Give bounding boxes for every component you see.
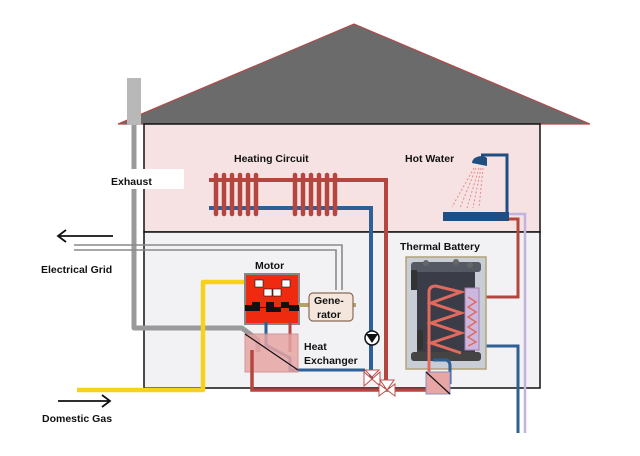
valve-icon (363, 369, 381, 388)
heating-coil (426, 284, 467, 378)
shower-icon (443, 153, 509, 221)
heating-circuit-label: Heating Circuit (234, 153, 309, 165)
motor (244, 273, 300, 325)
thermal-battery-label: Thermal Battery (400, 241, 480, 253)
arrow-left-icon (56, 229, 113, 243)
radiator-left (213, 172, 259, 217)
radiator-right (292, 172, 338, 217)
heating-return-pipe (209, 206, 373, 380)
cold-water-pipe (474, 344, 520, 433)
arrow-right-icon (58, 394, 112, 408)
fresh-water-pipe (509, 212, 527, 433)
generator-label-line2: rator (317, 309, 341, 321)
gas-pipe (77, 279, 247, 393)
heat-exchanger-label-line2: Exchanger (304, 355, 358, 367)
heat-exchanger-label-line1: Heat (304, 341, 327, 353)
electrical-grid-label: Electrical Grid (41, 264, 112, 276)
generator-label-line1: Gene- (314, 295, 344, 307)
exhaust-label-box (108, 169, 184, 189)
electrical-grid-lines (74, 244, 343, 290)
hot-water-coil (466, 296, 478, 347)
motor-label: Motor (255, 260, 284, 272)
hot-water-label: Hot Water (405, 153, 454, 165)
hot-water-supply-pipe (468, 217, 520, 299)
thermal-battery (405, 256, 487, 384)
exhaust-label: Exhaust (111, 176, 152, 188)
heat-exchanger (244, 333, 299, 373)
hot-water-heat-exchanger (425, 371, 451, 395)
chimney (127, 78, 141, 125)
pump-icon (364, 330, 380, 346)
generator (308, 292, 354, 322)
domestic-gas-label: Domestic Gas (42, 413, 112, 425)
valve-icon (378, 379, 396, 397)
roof (117, 23, 591, 125)
heating-supply-pipe (209, 178, 388, 388)
